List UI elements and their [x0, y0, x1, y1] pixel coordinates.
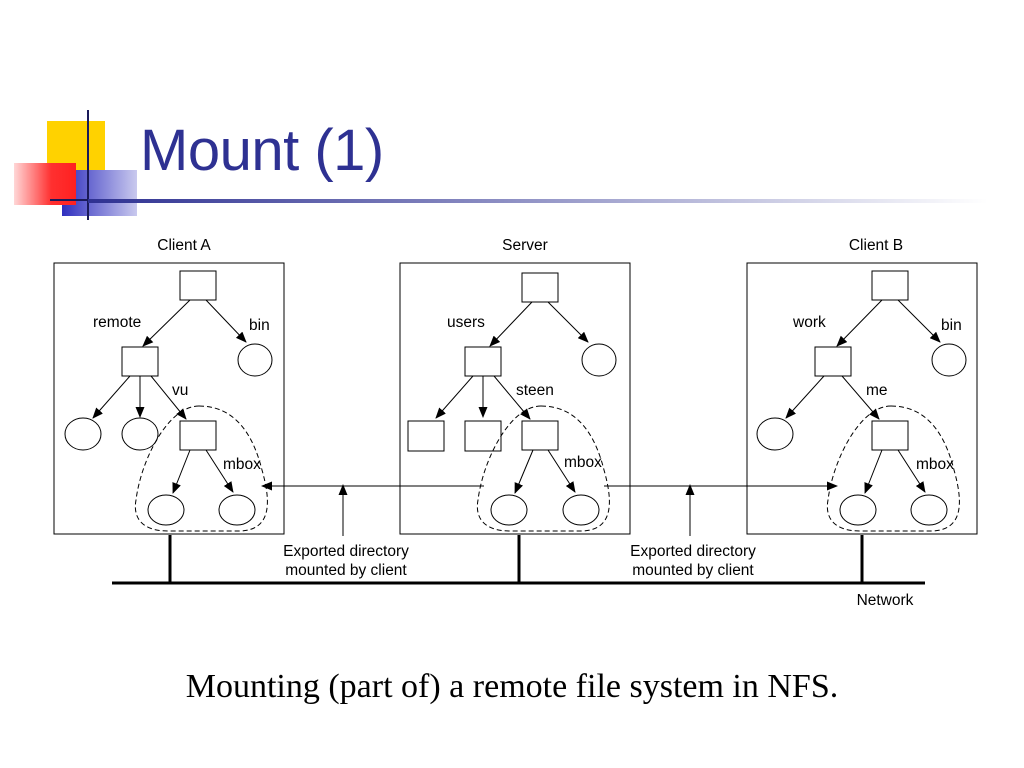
- edge-s-mbox-left: [514, 449, 534, 494]
- label-a-mbox: mbox: [223, 456, 261, 473]
- server-panel: Server users steen mbox: [399, 237, 631, 535]
- server-title: Server: [502, 237, 548, 254]
- title-underline: [88, 199, 988, 203]
- client-a-title: Client A: [157, 237, 211, 254]
- server-mbox-file-1: [490, 494, 528, 526]
- network-label: Network: [857, 592, 914, 609]
- slide-decoration: [14, 110, 988, 220]
- client-a-remote-directory: [121, 346, 159, 377]
- exported-directory-label-left-line1: Exported directory: [283, 543, 409, 560]
- edge-a-mbox-right: [205, 449, 234, 493]
- red-square-decoration: [14, 163, 76, 205]
- label-bin: bin: [249, 317, 270, 334]
- label-me: me: [866, 382, 888, 399]
- client-b-root-directory: [871, 270, 909, 301]
- edge-bin: [205, 299, 247, 343]
- client-a-panel: Client A remote bin vu mbox: [53, 237, 285, 535]
- label-b-bin: bin: [941, 317, 962, 334]
- client-a-file-1: [64, 417, 102, 451]
- slide-caption: Mounting (part of) a remote file system …: [185, 668, 839, 705]
- server-steen-directory: [521, 420, 559, 451]
- server-export-outline: [476, 405, 610, 532]
- client-b-panel: Client B work bin me mbox: [746, 237, 978, 535]
- server-users-directory: [464, 346, 502, 377]
- server-file: [581, 343, 617, 377]
- client-a-mounted-file-2: [218, 494, 256, 526]
- edge-a-leaf-1: [92, 375, 131, 419]
- client-a-mount-outline: [134, 405, 268, 532]
- label-steen: steen: [516, 382, 554, 399]
- label-users: users: [447, 314, 485, 331]
- edge-a-mbox-left: [172, 449, 191, 494]
- client-b-me-directory: [871, 420, 909, 451]
- edge-b-mbox-left: [864, 449, 883, 494]
- client-b-mounted-file-1: [839, 494, 877, 526]
- nfs-mount-diagram: Client A remote bin vu mbox Server users: [53, 237, 978, 609]
- exported-directory-label-right-line2: mounted by client: [632, 562, 754, 579]
- client-a-mounted-file-1: [147, 494, 185, 526]
- client-b-file: [756, 417, 794, 451]
- client-a-box: [53, 262, 285, 535]
- client-a-bin-file: [237, 343, 273, 377]
- edge-vu: [150, 375, 187, 420]
- client-b-work-directory: [814, 346, 852, 377]
- edge-remote: [142, 299, 191, 347]
- edge-users: [489, 301, 533, 347]
- client-a-root-directory: [179, 270, 217, 301]
- edge-b-leaf: [785, 375, 825, 419]
- client-b-box: [746, 262, 978, 535]
- client-a-vu-directory: [179, 420, 217, 451]
- client-b-title: Client B: [849, 237, 903, 254]
- edge-work: [836, 299, 883, 347]
- server-mbox-file-2: [562, 494, 600, 526]
- edge-s-mbox-right: [547, 449, 576, 493]
- label-b-mbox: mbox: [916, 456, 954, 473]
- label-vu: vu: [172, 382, 188, 399]
- client-b-mount-outline: [826, 405, 960, 532]
- slide-title: Mount (1): [140, 118, 384, 183]
- client-b-mounted-file-2: [910, 494, 948, 526]
- edge-server-file: [547, 301, 589, 343]
- server-directory-2: [464, 420, 502, 452]
- server-box: [399, 262, 631, 535]
- label-remote: remote: [93, 314, 141, 331]
- exported-directory-label-left-line2: mounted by client: [285, 562, 407, 579]
- client-a-file-2: [121, 417, 159, 451]
- client-b-bin-file: [931, 343, 967, 377]
- label-s-mbox: mbox: [564, 454, 602, 471]
- edge-b-bin: [897, 299, 941, 343]
- edge-b-mbox-right: [897, 449, 926, 493]
- server-root-directory: [521, 272, 559, 303]
- label-work: work: [792, 314, 826, 331]
- edge-server-dir-1: [435, 375, 474, 419]
- server-directory-1: [407, 420, 445, 452]
- exported-directory-label-right-line1: Exported directory: [630, 543, 756, 560]
